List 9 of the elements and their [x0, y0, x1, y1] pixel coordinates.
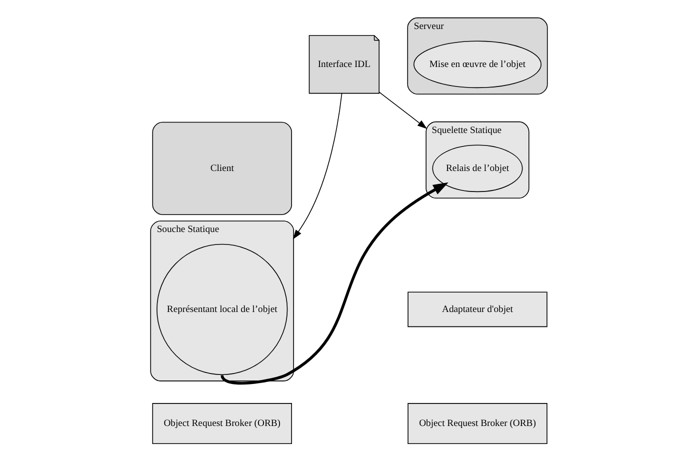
arrow — [378, 92, 428, 129]
node-box: Object Request Broker (ORB) — [152, 403, 292, 444]
arrow — [292, 93, 342, 240]
node-ellipse: Relais de l’objet — [432, 144, 523, 192]
node-box: Adaptateur d'objet — [408, 292, 548, 328]
node-circle: Représentant local de l’objet — [156, 244, 288, 375]
node-box: Object Request Broker (ORB) — [408, 403, 548, 444]
node-ellipse: Mise en œuvre de l’objet — [414, 40, 542, 88]
node-box: Client — [152, 122, 292, 215]
